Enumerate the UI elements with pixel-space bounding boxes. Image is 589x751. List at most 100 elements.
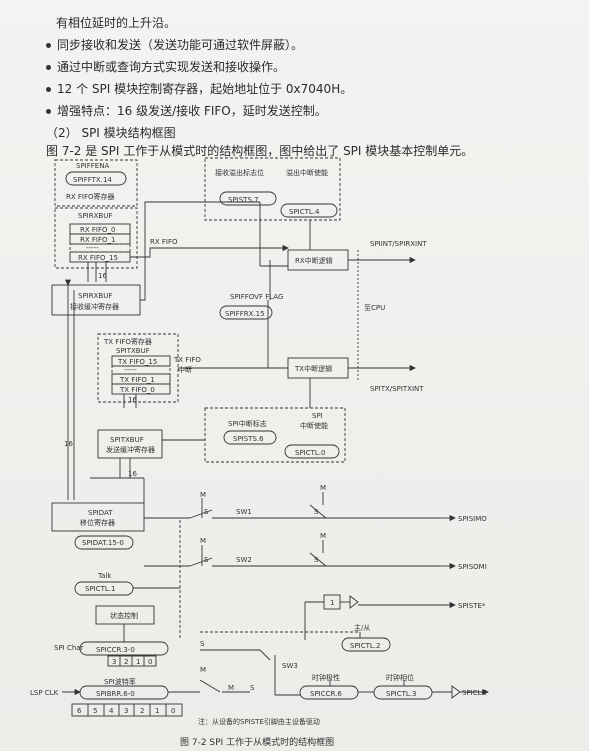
brr-bit: 1 — [155, 707, 159, 715]
footnote: 注：从设备的SPISTE引脚由主设备驱动 — [198, 717, 320, 726]
spi-int-en2-label: 中断使能 — [300, 421, 328, 430]
spictl3-oval — [373, 685, 433, 700]
mode-m-label: M — [320, 484, 326, 492]
bullet-item: 增强特点：16 级发送/接收 FIFO，延时发送控制。 — [46, 102, 327, 119]
rx-overflow-label: 接收溢出标志位 — [215, 168, 264, 177]
rx-fifo-row — [69, 243, 131, 253]
bus-width-label: 16 — [64, 440, 73, 448]
char-ctrl-label: 状态控制 — [110, 611, 138, 620]
char-bit: 1 — [136, 658, 140, 666]
mode-s-label: S — [204, 556, 209, 564]
rx-fifo-row-label: RX FIFO_0 — [80, 226, 115, 234]
rx-buf-reg-label: 接收缓冲寄存器 — [70, 302, 119, 311]
char-bit: 3 — [112, 658, 116, 666]
bullet-icon — [46, 43, 51, 48]
brr-bit: 0 — [171, 707, 175, 715]
spirxbuf-label: SPIRXBUF — [78, 292, 112, 300]
bullet-text: 通过中断或查询方式实现发送和接收操作。 — [57, 60, 286, 74]
spictl0-oval — [284, 444, 340, 459]
spirxbuf-top-label: SPIRXBUF — [78, 212, 112, 220]
brr-bit: 3 — [124, 707, 128, 715]
rx-fifo-row-label: ----- — [86, 244, 99, 252]
spiffrx15-label: SPIFFRX.15 — [225, 310, 265, 318]
spists7-oval — [219, 191, 277, 206]
bullet-text: 增强特点：16 级发送/接收 FIFO，延时发送控制。 — [57, 104, 327, 118]
mode-s-label: S — [314, 508, 319, 516]
mode-m-label: M — [200, 537, 206, 545]
tx-fifo-row-label: TX FIFO_0 — [119, 386, 155, 394]
spitx-label: SPITX/SPITXINT — [370, 385, 424, 393]
spiffena-label: SPIFFENA — [76, 162, 109, 170]
bullet-item: 12 个 SPI 模块控制寄存器，起始地址位于 0x7040H。 — [46, 80, 352, 97]
spidat150-oval — [74, 535, 134, 550]
spists6-label: SPISTS.6 — [233, 435, 264, 443]
bullet-text: 同步接收和发送（发送功能可通过软件屏蔽）。 — [57, 38, 304, 52]
spictl4-label: SPICTL.4 — [289, 208, 320, 216]
mode-s-label: S — [204, 508, 209, 516]
char-ctrl-box — [95, 605, 155, 625]
spi-int-en1-label: SPI — [312, 412, 323, 420]
rx-int-logic-label: RX中断逻辑 — [295, 256, 333, 265]
brr-bit: 5 — [93, 707, 97, 715]
rx-fifo-row-label: RX FIFO_15 — [78, 254, 118, 262]
spitxbuf-label: SPITXBUF — [110, 436, 144, 444]
tx-fifo-int-label: TX FIFO — [173, 356, 201, 364]
spiint-label: SPIINT/SPIRXINT — [370, 240, 427, 248]
spiffenx-oval — [65, 171, 127, 186]
spiccr-label: SPICCR.3-0 — [96, 646, 135, 654]
section-heading: （2） SPI 模块结构框图 — [46, 126, 176, 140]
brr-bit: 2 — [140, 707, 144, 715]
spisomi-label: SPISOMI — [458, 563, 487, 571]
bus-width-label: 16 — [128, 470, 137, 478]
spiffena-group — [54, 159, 138, 207]
spists7-label: SPISTS.7 — [228, 196, 259, 204]
spi-int-group — [204, 407, 346, 463]
brr-bits — [71, 703, 183, 717]
bullet-item: 同步接收和发送（发送功能可通过软件屏蔽）。 — [46, 36, 303, 53]
rx-fifo-reg-label: RX FIFO寄存器 — [66, 192, 115, 201]
tx-fifo-row-label: TX FIFO_15 — [117, 358, 157, 366]
clk-phase-label: 时钟相位 — [386, 673, 414, 682]
spiste-label: SPISTE* — [458, 602, 486, 610]
spiffovf-label: SPIFFOVF FLAG — [230, 293, 283, 301]
sw1-label: SW1 — [236, 508, 252, 516]
master-slave-label: 主/从 — [354, 623, 370, 632]
spi-int-flag-label: SPI中断标志 — [228, 419, 267, 428]
spictl0-label: SPICTL.0 — [295, 449, 325, 457]
spiccr6-oval — [299, 685, 359, 700]
figure-caption: 图 7-2 SPI 工作于从模式时的结构框图 — [180, 736, 334, 748]
mode-s-label: S — [250, 684, 255, 692]
brr-bit: 6 — [77, 707, 82, 715]
tx-fifo-row — [111, 355, 171, 367]
spiccr6-label: SPICCR.6 — [310, 690, 342, 698]
section-description: 图 7-2 是 SPI 工作于从模式时的结构框图，图中给出了 SPI 模块基本控… — [46, 144, 474, 158]
spictl2-label: SPICTL.2 — [350, 642, 380, 650]
brr-bit: 4 — [109, 707, 114, 715]
spiffenx-label: SPIFFTX.14 — [73, 176, 112, 184]
mode-m-label: M — [320, 532, 326, 540]
spiclk-label: SPICLK — [462, 689, 487, 697]
tx-buf-reg-label: 发送缓冲寄存器 — [106, 445, 155, 454]
spictl2-oval — [341, 637, 391, 652]
clk-polarity-label: 时钟极性 — [312, 673, 340, 682]
spidat-label: SPIDAT — [88, 509, 113, 517]
spictl1-oval — [74, 581, 134, 596]
spiffrx15-oval — [219, 305, 273, 320]
char-bit: 2 — [124, 658, 128, 666]
spibrr-label: SPIBRR.6-0 — [96, 690, 135, 698]
rx-fifo-line-label: RX FIFO — [150, 238, 178, 246]
bus-width-label: 16 — [128, 396, 137, 404]
bullet-icon — [46, 65, 51, 70]
spibrr-oval — [79, 685, 169, 700]
baud-label: SPI波特率 — [104, 677, 136, 686]
char-bit: 0 — [148, 658, 152, 666]
bullet-icon — [46, 87, 51, 92]
spictl1-label: SPICTL.1 — [85, 585, 115, 593]
spitxbuf-top-label: SPITXBUF — [116, 347, 150, 355]
tx-fifo-group — [97, 333, 179, 403]
spi-char-label: SPI Char — [54, 644, 84, 652]
mode-s-label: S — [314, 556, 319, 564]
overrun-enable-label: 溢出中断使能 — [286, 168, 328, 177]
to-cpu-label: 至CPU — [364, 304, 385, 312]
